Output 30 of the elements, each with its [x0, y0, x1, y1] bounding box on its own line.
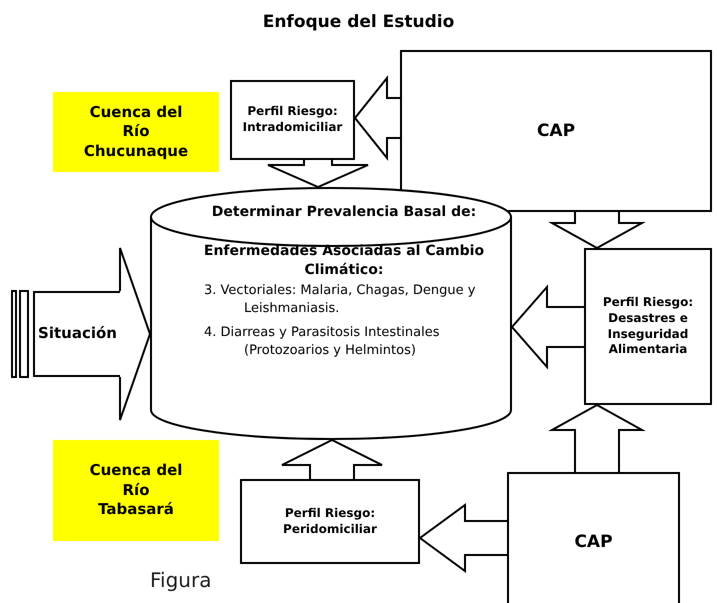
process-box: [507, 472, 680, 603]
diagram-title: Enfoque del Estudio: [262, 12, 456, 32]
block-arrow: [281, 438, 383, 480]
box-label: Perfil Riesgo: Intradomiciliar: [242, 104, 344, 136]
box-label: Cuenca del Río Chucunaque: [84, 102, 188, 162]
block-arrow: [548, 211, 646, 250]
database-cylinder: [150, 187, 512, 440]
cylinder-heading: Determinar Prevalencia Basal de:: [210, 203, 478, 222]
caption-text: Figura: [150, 568, 212, 592]
arrow-body-box: [33, 291, 120, 377]
highlight-box: [53, 440, 219, 541]
box-label: CAP: [536, 120, 576, 142]
box-label: Perfil Riesgo: Peridomiciliar: [282, 506, 378, 538]
box-label: Perfil Riesgo: Desastres e Inseguridad Alimentaria: [602, 295, 694, 358]
process-box: [230, 80, 355, 160]
block-arrow: [267, 159, 369, 188]
box-label: Situación: [38, 324, 117, 344]
process-box: [240, 479, 420, 564]
block-arrow: [119, 247, 152, 421]
cylinder-heading: Enfermedades Asociadas al Cambio Climático:: [202, 242, 486, 280]
box-label: CAP: [574, 530, 613, 554]
block-arrow: [418, 503, 508, 573]
list-item: 4. Diarreas y Parasitosis Intestinales (Protozoarios y Helmintos): [203, 324, 440, 360]
block-arrow: [354, 75, 401, 161]
block-arrow: [548, 404, 646, 473]
list-item: 3. Vectoriales: Malaria, Chagas, Dengue y Leishmaniasis.: [203, 282, 476, 318]
process-box: [584, 248, 712, 405]
highlight-box: [53, 92, 219, 172]
block-arrow: [510, 284, 585, 370]
box-label: Cuenca del Río Tabasará: [88, 461, 184, 520]
